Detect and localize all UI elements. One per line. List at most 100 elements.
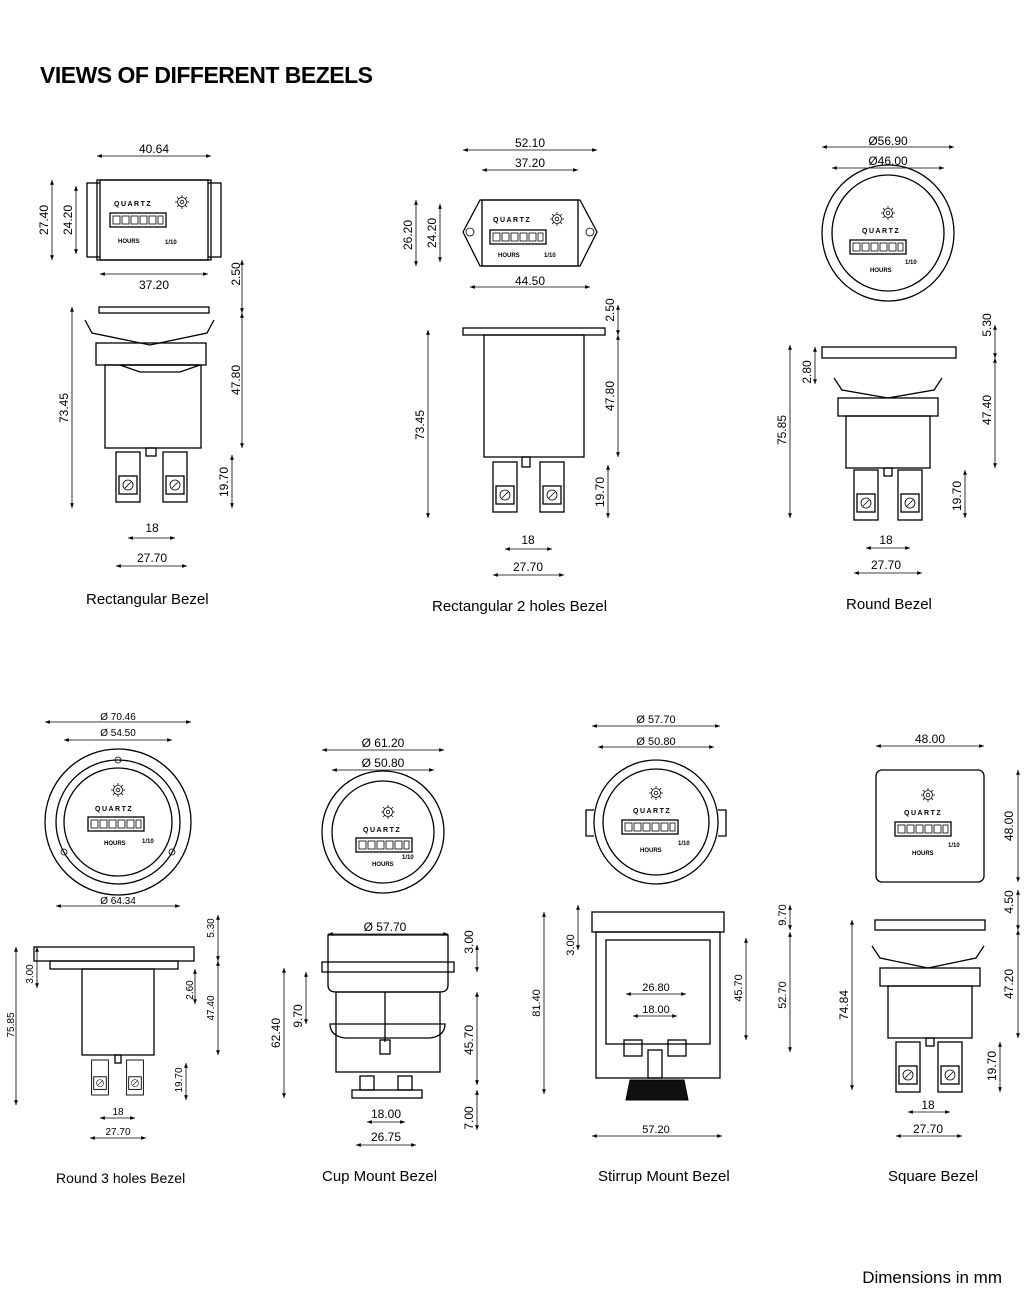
dimension-label: 47.80 <box>229 365 243 395</box>
dimension-label: 73.45 <box>57 393 71 423</box>
dimension-label: 52.70 <box>777 981 789 1009</box>
dimension-label: 40.64 <box>139 142 169 156</box>
dimension-label: 27.70 <box>913 1122 943 1136</box>
round-bezel-dimensions: Ø56.90 Ø46.00 5.30 2.80 75.85 47.40 19.7… <box>775 134 997 575</box>
caption-square-bezel: Square Bezel <box>888 1168 979 1185</box>
caption-round-bezel: Round Bezel <box>846 596 932 613</box>
stirrup-mount-bezel-side-view <box>591 911 725 1101</box>
stirrup-mount-bezel-front-view: QUARTZ HOURS 1/10 <box>585 759 727 885</box>
cup-mount-bezel-dimensions: Ø 61.20 Ø 50.80 Ø 57.70 3.00 9.70 62.40 … <box>269 736 479 1147</box>
round-3-holes-bezel-dimensions: Ø 70.46 Ø 54.50 Ø 64.34 5.30 3.00 2.60 7… <box>6 712 220 1140</box>
dimension-label: 19.70 <box>985 1051 999 1081</box>
dimension-label: 47.40 <box>206 995 217 1020</box>
round-bezel-front-view: QUARTZ HOURS 1/10 <box>821 164 955 302</box>
dimension-label: 73.45 <box>413 410 427 440</box>
dimension-label: 26.20 <box>401 220 415 250</box>
dimension-label: Ø 64.34 <box>100 896 136 907</box>
dimension-label: 45.70 <box>462 1025 476 1055</box>
dimension-label: 18 <box>521 533 535 547</box>
dimension-label: 18 <box>921 1098 935 1112</box>
brand-label: QUARTZ <box>114 201 152 208</box>
dimension-label: 44.50 <box>515 274 545 288</box>
brand-label: QUARTZ <box>493 217 531 224</box>
rectangular-2-holes-bezel-dimensions: 52.10 37.20 44.50 26.20 24.20 2.50 73.45… <box>401 136 620 577</box>
rectangular-bezel-front-view: QUARTZ HOURS 1/10 <box>86 179 222 261</box>
dimension-label: 47.20 <box>1002 969 1016 999</box>
dimension-label: Ø 61.20 <box>362 736 405 750</box>
dimension-label: 57.20 <box>642 1124 670 1136</box>
dimension-label: Ø 50.80 <box>636 736 675 748</box>
brand-label: QUARTZ <box>904 810 942 817</box>
dimension-label: 52.10 <box>515 136 545 150</box>
round-3-holes-bezel-side-view <box>33 946 195 1096</box>
resolution-label: 1/10 <box>905 260 917 266</box>
dimension-label: 47.80 <box>603 381 617 411</box>
brand-label: QUARTZ <box>862 228 900 235</box>
dimension-label: 9.70 <box>291 1004 305 1028</box>
units-note: Dimensions in mm <box>862 1268 1002 1287</box>
dimension-label: 19.70 <box>593 477 607 507</box>
square-bezel-side-view <box>871 919 986 1093</box>
dimension-label: 2.50 <box>229 262 243 286</box>
dimension-label: 5.30 <box>980 313 994 337</box>
dimension-label: 27.70 <box>105 1127 130 1138</box>
dimension-label: Ø 70.46 <box>100 712 136 723</box>
resolution-label: 1/10 <box>165 240 177 246</box>
dimension-label: 37.20 <box>139 278 169 292</box>
brand-label: QUARTZ <box>95 806 133 813</box>
cup-mount-bezel-front-view: QUARTZ HOURS 1/10 <box>321 770 445 894</box>
dimension-label: 62.40 <box>269 1018 283 1048</box>
caption-round-3-holes-bezel: Round 3 holes Bezel <box>56 1170 186 1186</box>
dimension-label: 2.60 <box>185 980 196 1000</box>
dimension-label: 19.70 <box>217 467 231 497</box>
dimension-label: 27.40 <box>37 205 51 235</box>
dimension-label: 37.20 <box>515 156 545 170</box>
dimension-label: 2.80 <box>800 360 814 384</box>
dimension-label: 24.20 <box>425 218 439 248</box>
dimension-label: 18 <box>112 1107 124 1118</box>
dimension-label: 18.00 <box>371 1107 401 1121</box>
caption-rectangular-bezel: Rectangular Bezel <box>86 591 209 608</box>
dimension-label: 18 <box>145 521 159 535</box>
dimension-label: Ø 50.80 <box>362 756 405 770</box>
stirrup-mount-bezel-dimensions: Ø 57.70 Ø 50.80 9.70 3.00 81.40 45.70 52… <box>531 714 792 1138</box>
dimension-label: 19.70 <box>174 1067 185 1092</box>
dimension-label: 74.84 <box>837 990 851 1020</box>
dimension-label: 18 <box>879 533 893 547</box>
caption-cup-mount-bezel: Cup Mount Bezel <box>322 1168 438 1185</box>
unit-label: HOURS <box>104 841 126 847</box>
rectangular-bezel-dimensions: 40.64 37.20 27.40 24.20 2.50 73.45 47.80… <box>37 142 244 568</box>
dimension-label: Ø56.90 <box>868 134 908 148</box>
dimension-label: Ø 57.70 <box>636 714 675 726</box>
dimension-label: 75.85 <box>6 1012 17 1037</box>
brand-label: QUARTZ <box>363 827 401 834</box>
dimension-label: 26.80 <box>642 982 670 994</box>
dimension-label: 27.70 <box>513 560 543 574</box>
dimension-label: 81.40 <box>531 989 543 1017</box>
resolution-label: 1/10 <box>402 855 414 861</box>
dimension-label: 9.70 <box>777 904 789 925</box>
dimension-label: Ø46.00 <box>868 154 908 168</box>
dimension-label: 7.00 <box>462 1106 476 1130</box>
dimension-label: Ø 57.70 <box>364 920 407 934</box>
dimension-label: 26.75 <box>371 1130 401 1144</box>
resolution-label: 1/10 <box>142 839 154 845</box>
unit-label: HOURS <box>912 851 934 857</box>
unit-label: HOURS <box>118 239 140 245</box>
dimension-label: 27.70 <box>871 558 901 572</box>
square-bezel-front-view: QUARTZ HOURS 1/10 <box>875 769 985 883</box>
unit-label: HOURS <box>498 253 520 259</box>
brand-label: QUARTZ <box>633 808 671 815</box>
dimension-label: 45.70 <box>733 974 745 1002</box>
dimension-label: 24.20 <box>61 205 75 235</box>
dimension-label: 47.40 <box>980 395 994 425</box>
dimension-label: 3.00 <box>25 964 36 984</box>
caption-stirrup-mount-bezel: Stirrup Mount Bezel <box>598 1168 730 1185</box>
cup-mount-bezel-side-view <box>321 934 455 1099</box>
unit-label: HOURS <box>640 848 662 854</box>
resolution-label: 1/10 <box>948 843 960 849</box>
dimension-label: 75.85 <box>775 415 789 445</box>
dimension-label: Ø 54.50 <box>100 728 136 739</box>
dimension-label: 3.00 <box>462 930 476 954</box>
